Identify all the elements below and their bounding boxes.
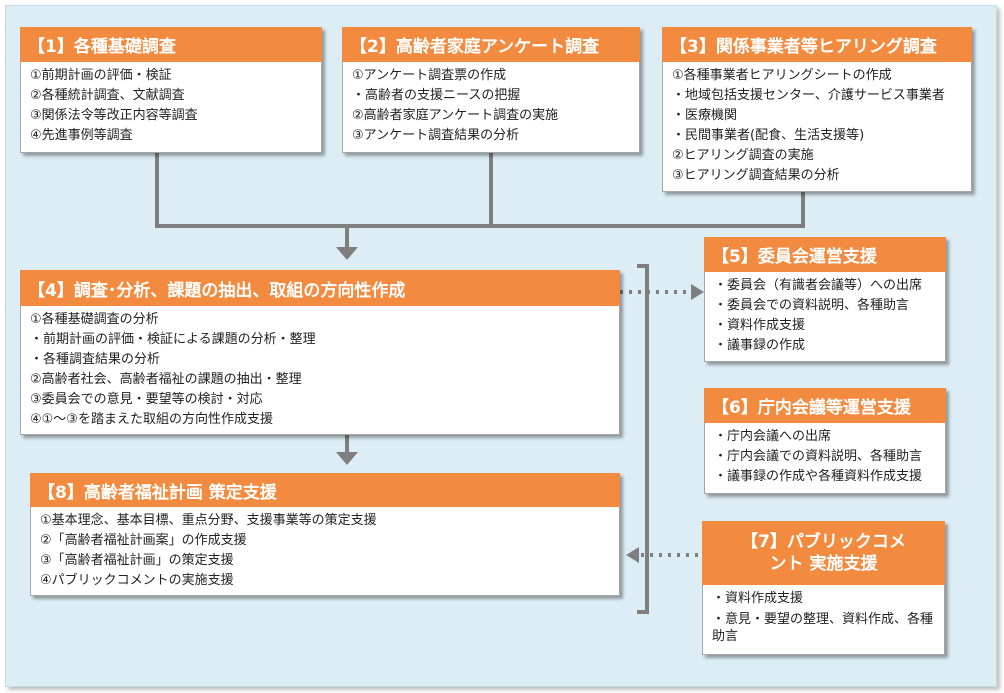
list-item: ③関係法令等改正内容等調査 xyxy=(30,108,198,123)
list-item: ・庁内会議への出席 xyxy=(714,429,832,444)
list-item: ②高齢者社会、高齢者福祉の課題の抽出・整理 xyxy=(30,372,302,387)
list-item: ③「高齢者福祉計画」の策定支援 xyxy=(40,553,234,568)
list-item: ・議事録の作成や各種資料作成支援 xyxy=(714,469,923,484)
list-item: ・庁内会議での資料説明、各種助言 xyxy=(714,449,923,464)
box-public-comment-support: 【7】パブリックコメント 実施支援 ・資料作成支援 ・意見・要望の整理、資料作成… xyxy=(702,521,945,655)
box-internal-meeting-support: 【6】庁内会議等運営支援 ・庁内会議への出席 ・庁内会議での資料説明、各種助言 … xyxy=(704,388,946,494)
list-item: ①前期計画の評価・検証 xyxy=(30,68,172,83)
box-household-survey-title: 【2】高齢者家庭アンケート調査 xyxy=(342,27,640,62)
box-public-comment-support-body: ・資料作成支援 ・意見・要望の整理、資料作成、各種助言 xyxy=(702,585,945,655)
list-item: ④①～③を踏まえた取組の方向性作成支援 xyxy=(30,412,273,427)
list-item: ・医療機関 xyxy=(672,108,738,123)
list-item: ②各種統計調査、文献調査 xyxy=(30,88,185,103)
list-item: ③アンケート調査結果の分析 xyxy=(352,128,520,143)
list-item: ②「高齢者福祉計画案」の作成支援 xyxy=(40,533,247,548)
arrow-head-4-to-8 xyxy=(336,452,358,465)
list-item: ④パブリックコメントの実施支援 xyxy=(40,573,234,588)
list-item: ・各種調査結果の分析 xyxy=(30,352,161,367)
box-hearing-survey-body: ①各種事業者ヒアリングシートの作成 ・地域包括支援センター、介護サービス事業者 … xyxy=(662,62,972,192)
list-item: ・高齢者の支援ニースの把握 xyxy=(352,88,521,103)
list-item: ・地域包括支援センター、介護サービス事業者 xyxy=(672,88,945,103)
box-basic-survey-body: ①前期計画の評価・検証 ②各種統計調査、文献調査 ③関係法令等改正内容等調査 ④… xyxy=(20,62,322,153)
box-household-survey: 【2】高齢者家庭アンケート調査 ①アンケート調査票の作成 ・高齢者の支援ニースの… xyxy=(342,27,640,153)
box-committee-support-body: ・委員会（有識者会議等）への出席 ・委員会での資料説明、各種助言 ・資料作成支援… xyxy=(704,272,946,362)
box-basic-survey-title: 【1】各種基礎調査 xyxy=(20,27,322,62)
list-item: ①各種基礎調査の分析 xyxy=(30,312,159,327)
merge-line-top xyxy=(155,153,805,228)
list-item: ③委員会での意見・要望等の検討・対応 xyxy=(30,392,263,407)
box-analysis: 【4】調査･分析、課題の抽出、取組の方向性作成 ①各種基礎調査の分析 ・前期計画… xyxy=(20,270,620,435)
box-analysis-title: 【4】調査･分析、課題の抽出、取組の方向性作成 xyxy=(20,270,620,306)
list-item: ・委員会での資料説明、各種助言 xyxy=(714,298,910,313)
arrow-head-7-to-8 xyxy=(626,547,639,563)
list-item: ・資料作成支援 xyxy=(714,318,806,333)
box-hearing-survey: 【3】関係事業者等ヒアリング調査 ①各種事業者ヒアリングシートの作成 ・地域包括… xyxy=(662,27,972,192)
box-household-survey-body: ①アンケート調査票の作成 ・高齢者の支援ニースの把握 ②高齢者家庭アンケート調査… xyxy=(342,62,640,153)
box-committee-support-title: 【5】委員会運営支援 xyxy=(704,237,946,272)
list-item: ・議事録の作成 xyxy=(714,338,806,353)
bracket-line xyxy=(637,264,649,614)
list-item: ・資料作成支援 xyxy=(712,591,804,606)
list-item: ①アンケート調査票の作成 xyxy=(352,68,507,83)
arrow-head-to-5 xyxy=(691,284,704,300)
list-item: ④先進事例等調査 xyxy=(30,128,133,143)
box-basic-survey: 【1】各種基礎調査 ①前期計画の評価・検証 ②各種統計調査、文献調査 ③関係法令… xyxy=(20,27,322,153)
list-item: ・前期計画の評価・検証による課題の分析・整理 xyxy=(30,332,316,347)
box-plan-formulation-title: 【8】高齢者福祉計画 策定支援 xyxy=(30,473,620,507)
box-internal-meeting-support-title: 【6】庁内会議等運営支援 xyxy=(704,388,946,423)
box-plan-formulation: 【8】高齢者福祉計画 策定支援 ①基本理念、基本目標、重点分野、支援事業等の策定… xyxy=(30,473,620,596)
box-public-comment-support-title: 【7】パブリックコメント 実施支援 xyxy=(702,521,945,585)
list-item: ①各種事業者ヒアリングシートの作成 xyxy=(672,68,892,83)
box-committee-support: 【5】委員会運営支援 ・委員会（有識者会議等）への出席 ・委員会での資料説明、各… xyxy=(704,237,946,362)
box-analysis-body: ①各種基礎調査の分析 ・前期計画の評価・検証による課題の分析・整理 ・各種調査結… xyxy=(20,306,620,435)
list-item: ②高齢者家庭アンケート調査の実施 xyxy=(352,108,559,123)
list-item: ③ヒアリング調査結果の分析 xyxy=(672,168,840,183)
box-hearing-survey-title: 【3】関係事業者等ヒアリング調査 xyxy=(662,27,972,62)
box-plan-formulation-body: ①基本理念、基本目標、重点分野、支援事業等の策定支援 ②「高齢者福祉計画案」の作… xyxy=(30,507,620,596)
arrow-head-to-4 xyxy=(336,247,358,260)
list-item: ・民間事業者(配食、生活支援等) xyxy=(672,128,865,143)
list-item: ・委員会（有識者会議等）への出席 xyxy=(714,278,923,293)
list-item: ・意見・要望の整理、資料作成、各種助言 xyxy=(712,612,934,644)
box-internal-meeting-support-body: ・庁内会議への出席 ・庁内会議での資料説明、各種助言 ・議事録の作成や各種資料作… xyxy=(704,423,946,494)
list-item: ②ヒアリング調査の実施 xyxy=(672,148,814,163)
list-item: ①基本理念、基本目標、重点分野、支援事業等の策定支援 xyxy=(40,513,377,528)
